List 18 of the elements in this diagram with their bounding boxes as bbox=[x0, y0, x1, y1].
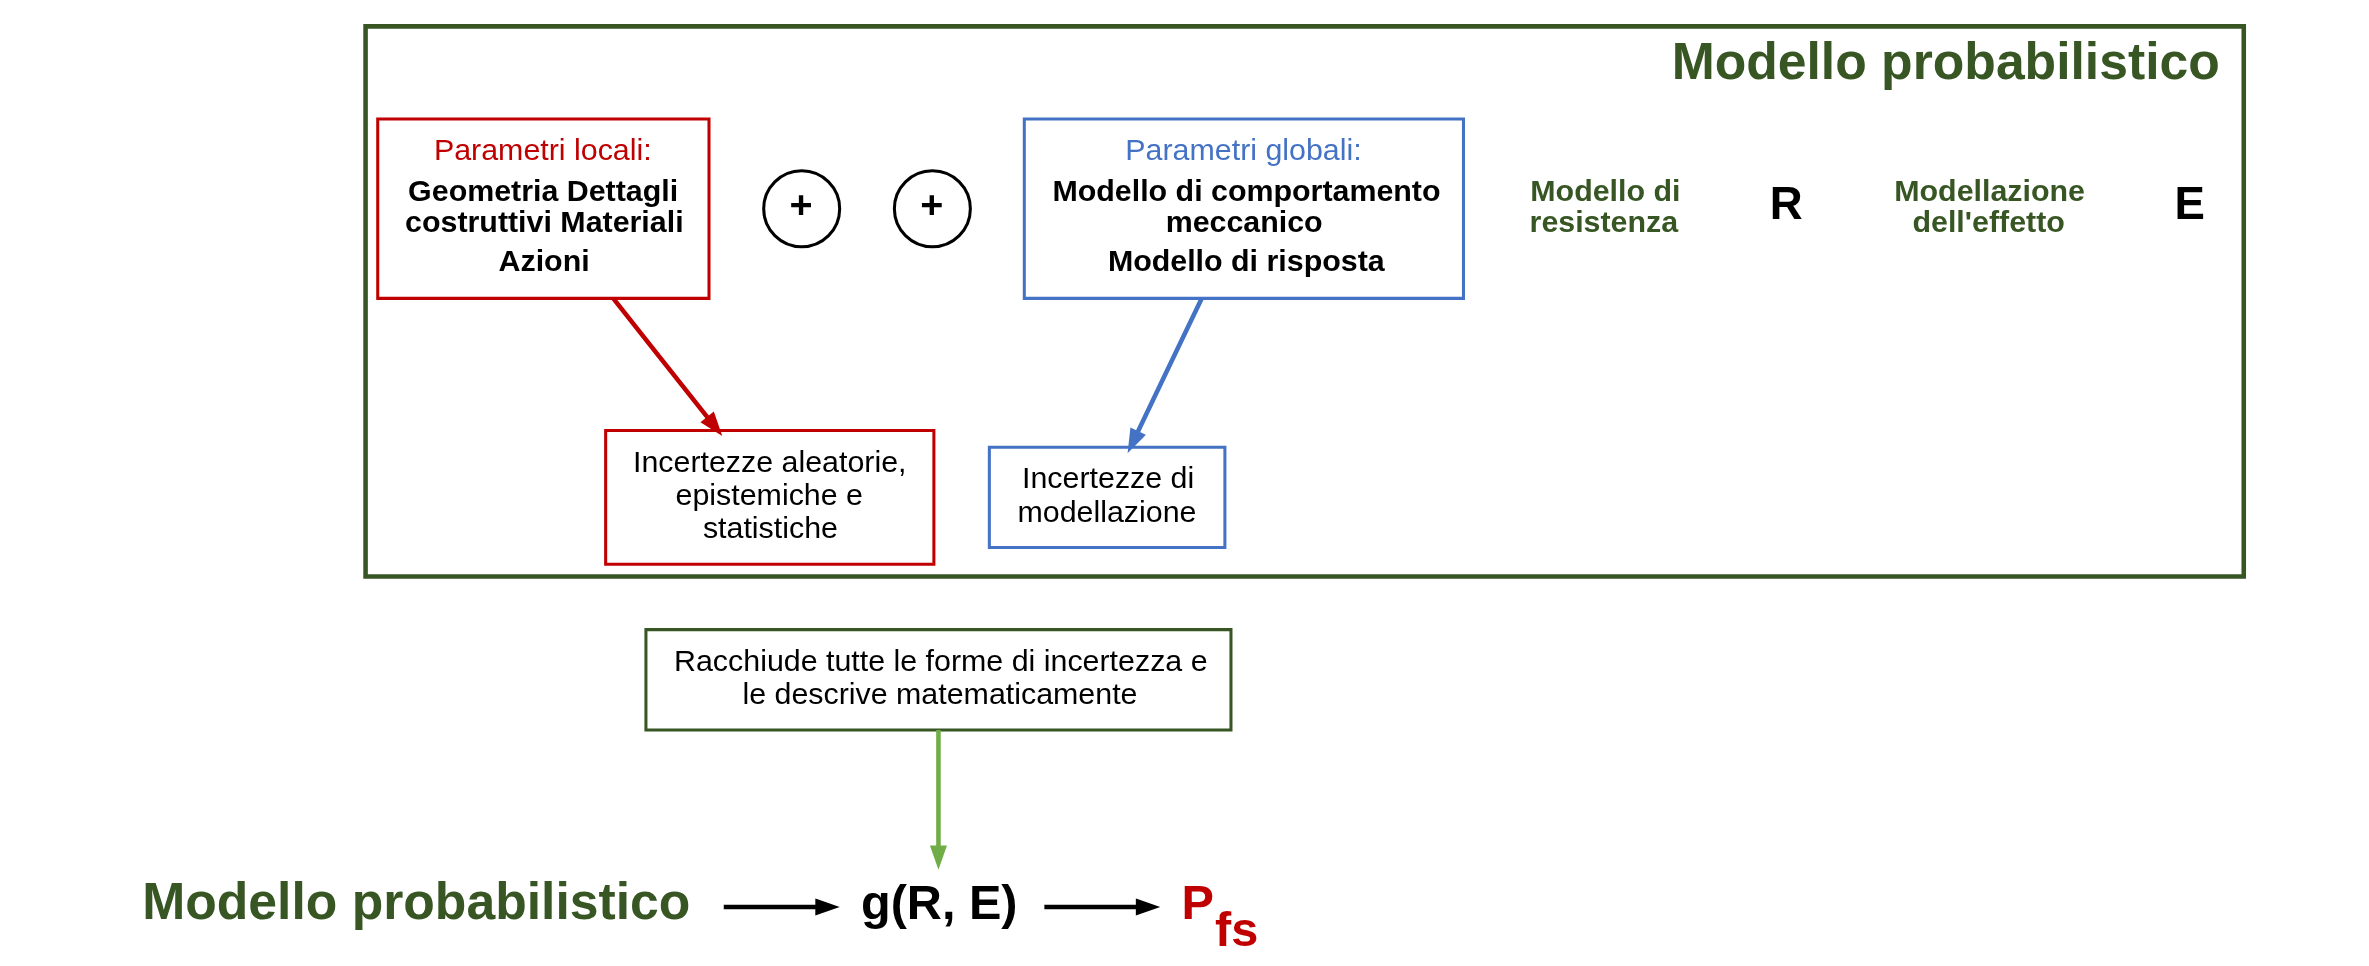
arrow bbox=[1127, 297, 1204, 454]
node-text: Modello probabilistico bbox=[141, 872, 690, 931]
arrow bbox=[723, 898, 840, 916]
node-box: Racchiude tutte le forme di incertezza e le descrive matematicamente bbox=[643, 628, 1232, 732]
node-box: Parametri globali: Modello di comportamento meccanico Modello di risposta bbox=[1022, 117, 1465, 300]
label: R bbox=[1769, 177, 1803, 229]
node-circle: + bbox=[892, 169, 972, 249]
label: Modellazione dell'effetto bbox=[1893, 173, 2085, 238]
node-circle: + bbox=[761, 169, 841, 249]
label: Modello di resistenza bbox=[1529, 173, 1680, 238]
node-box: Incertezze di modellazione bbox=[987, 445, 1226, 550]
arrow bbox=[929, 729, 947, 870]
node-box: Parametri locali: Geometria Dettagli costruttivi Materiali Azioni bbox=[375, 117, 710, 300]
node-box: Incertezze aleatorie, epistemiche e statistiche bbox=[603, 429, 935, 566]
node-text: g(R, E) bbox=[860, 874, 1018, 929]
arrow bbox=[611, 297, 722, 436]
arrow bbox=[1043, 898, 1160, 916]
label: E bbox=[2174, 177, 2205, 229]
